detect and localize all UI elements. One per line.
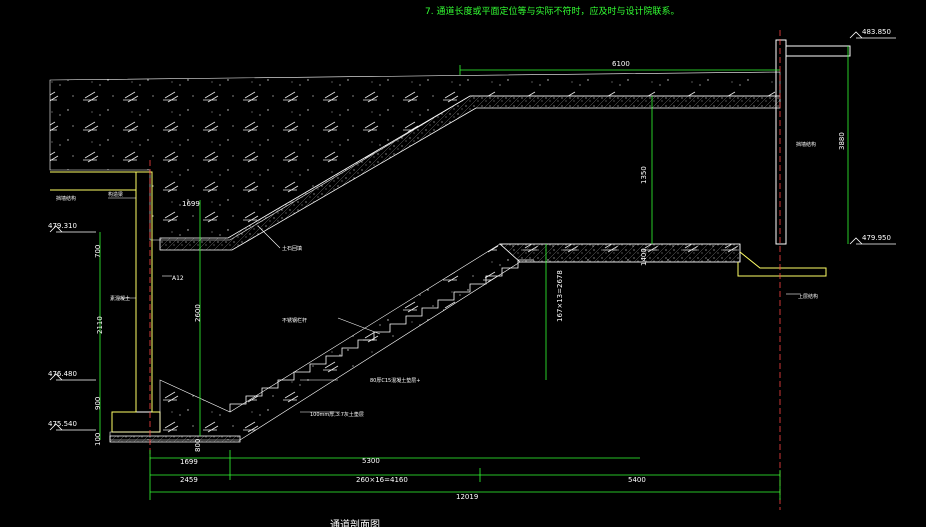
label-a12: A12 xyxy=(172,275,184,282)
label-railing: 不锈钢栏杆 xyxy=(282,317,307,324)
dim-100: 100 xyxy=(94,433,102,446)
dim-3880: 3880 xyxy=(838,132,846,150)
dim-1699-lower: 1699 xyxy=(180,458,198,466)
dim-1350: 1350 xyxy=(640,166,648,184)
right-column xyxy=(775,39,787,245)
note-text: 7. 通道长度或平面定位等与实际不符时，应及时与设计院联系。 xyxy=(425,5,679,17)
label-right-note: 上层结构 xyxy=(798,293,818,300)
left-cap xyxy=(50,171,137,191)
label-right-wall: 挡墙结构 xyxy=(796,141,816,148)
right-step-down xyxy=(737,251,827,277)
drawing-title: 通道剖面图 xyxy=(330,518,380,527)
dim-800: 800 xyxy=(194,439,202,452)
level-left-bottom: 475.540 xyxy=(48,420,77,428)
label-finish2: 100mm厚,3:7灰土垫层 xyxy=(310,411,364,418)
lower-stair-fill xyxy=(109,243,741,441)
right-top-cap xyxy=(786,45,851,57)
dim-2459: 2459 xyxy=(180,476,198,484)
dim-2600: 2600 xyxy=(194,304,202,322)
dim-5400: 5400 xyxy=(628,476,646,484)
level-left-mid: 476.480 xyxy=(48,370,77,378)
floor-slab xyxy=(109,435,241,443)
level-upper-floor: 479.950 xyxy=(862,234,891,242)
dim-top-run: 6100 xyxy=(612,60,630,68)
dim-1699-upper: 1699 xyxy=(182,200,200,208)
label-concrete: 素混凝土 xyxy=(110,295,130,302)
dim-900: 900 xyxy=(94,397,102,410)
label-fill: 土石回填 xyxy=(282,245,302,252)
dim-700: 700 xyxy=(94,245,102,258)
label-finish1: 80厚C15混凝土垫层+ xyxy=(370,377,420,384)
landing-slab xyxy=(498,243,741,263)
dim-5300: 5300 xyxy=(362,457,380,465)
label-wall-left: 挡墙结构 xyxy=(56,195,76,202)
dim-2110: 2110 xyxy=(96,316,104,334)
level-left-top: 479.310 xyxy=(48,222,77,230)
dim-1400: 1400 xyxy=(640,248,648,266)
dim-total: 12019 xyxy=(456,493,478,501)
dim-steps-desc: 167×13=2678 xyxy=(556,270,564,322)
level-top: 483.850 xyxy=(862,28,891,36)
dim-steps-bottom: 260×16=4160 xyxy=(356,476,408,484)
label-beam: 构造梁 xyxy=(108,191,123,198)
upper-ramp-slab xyxy=(159,95,781,251)
